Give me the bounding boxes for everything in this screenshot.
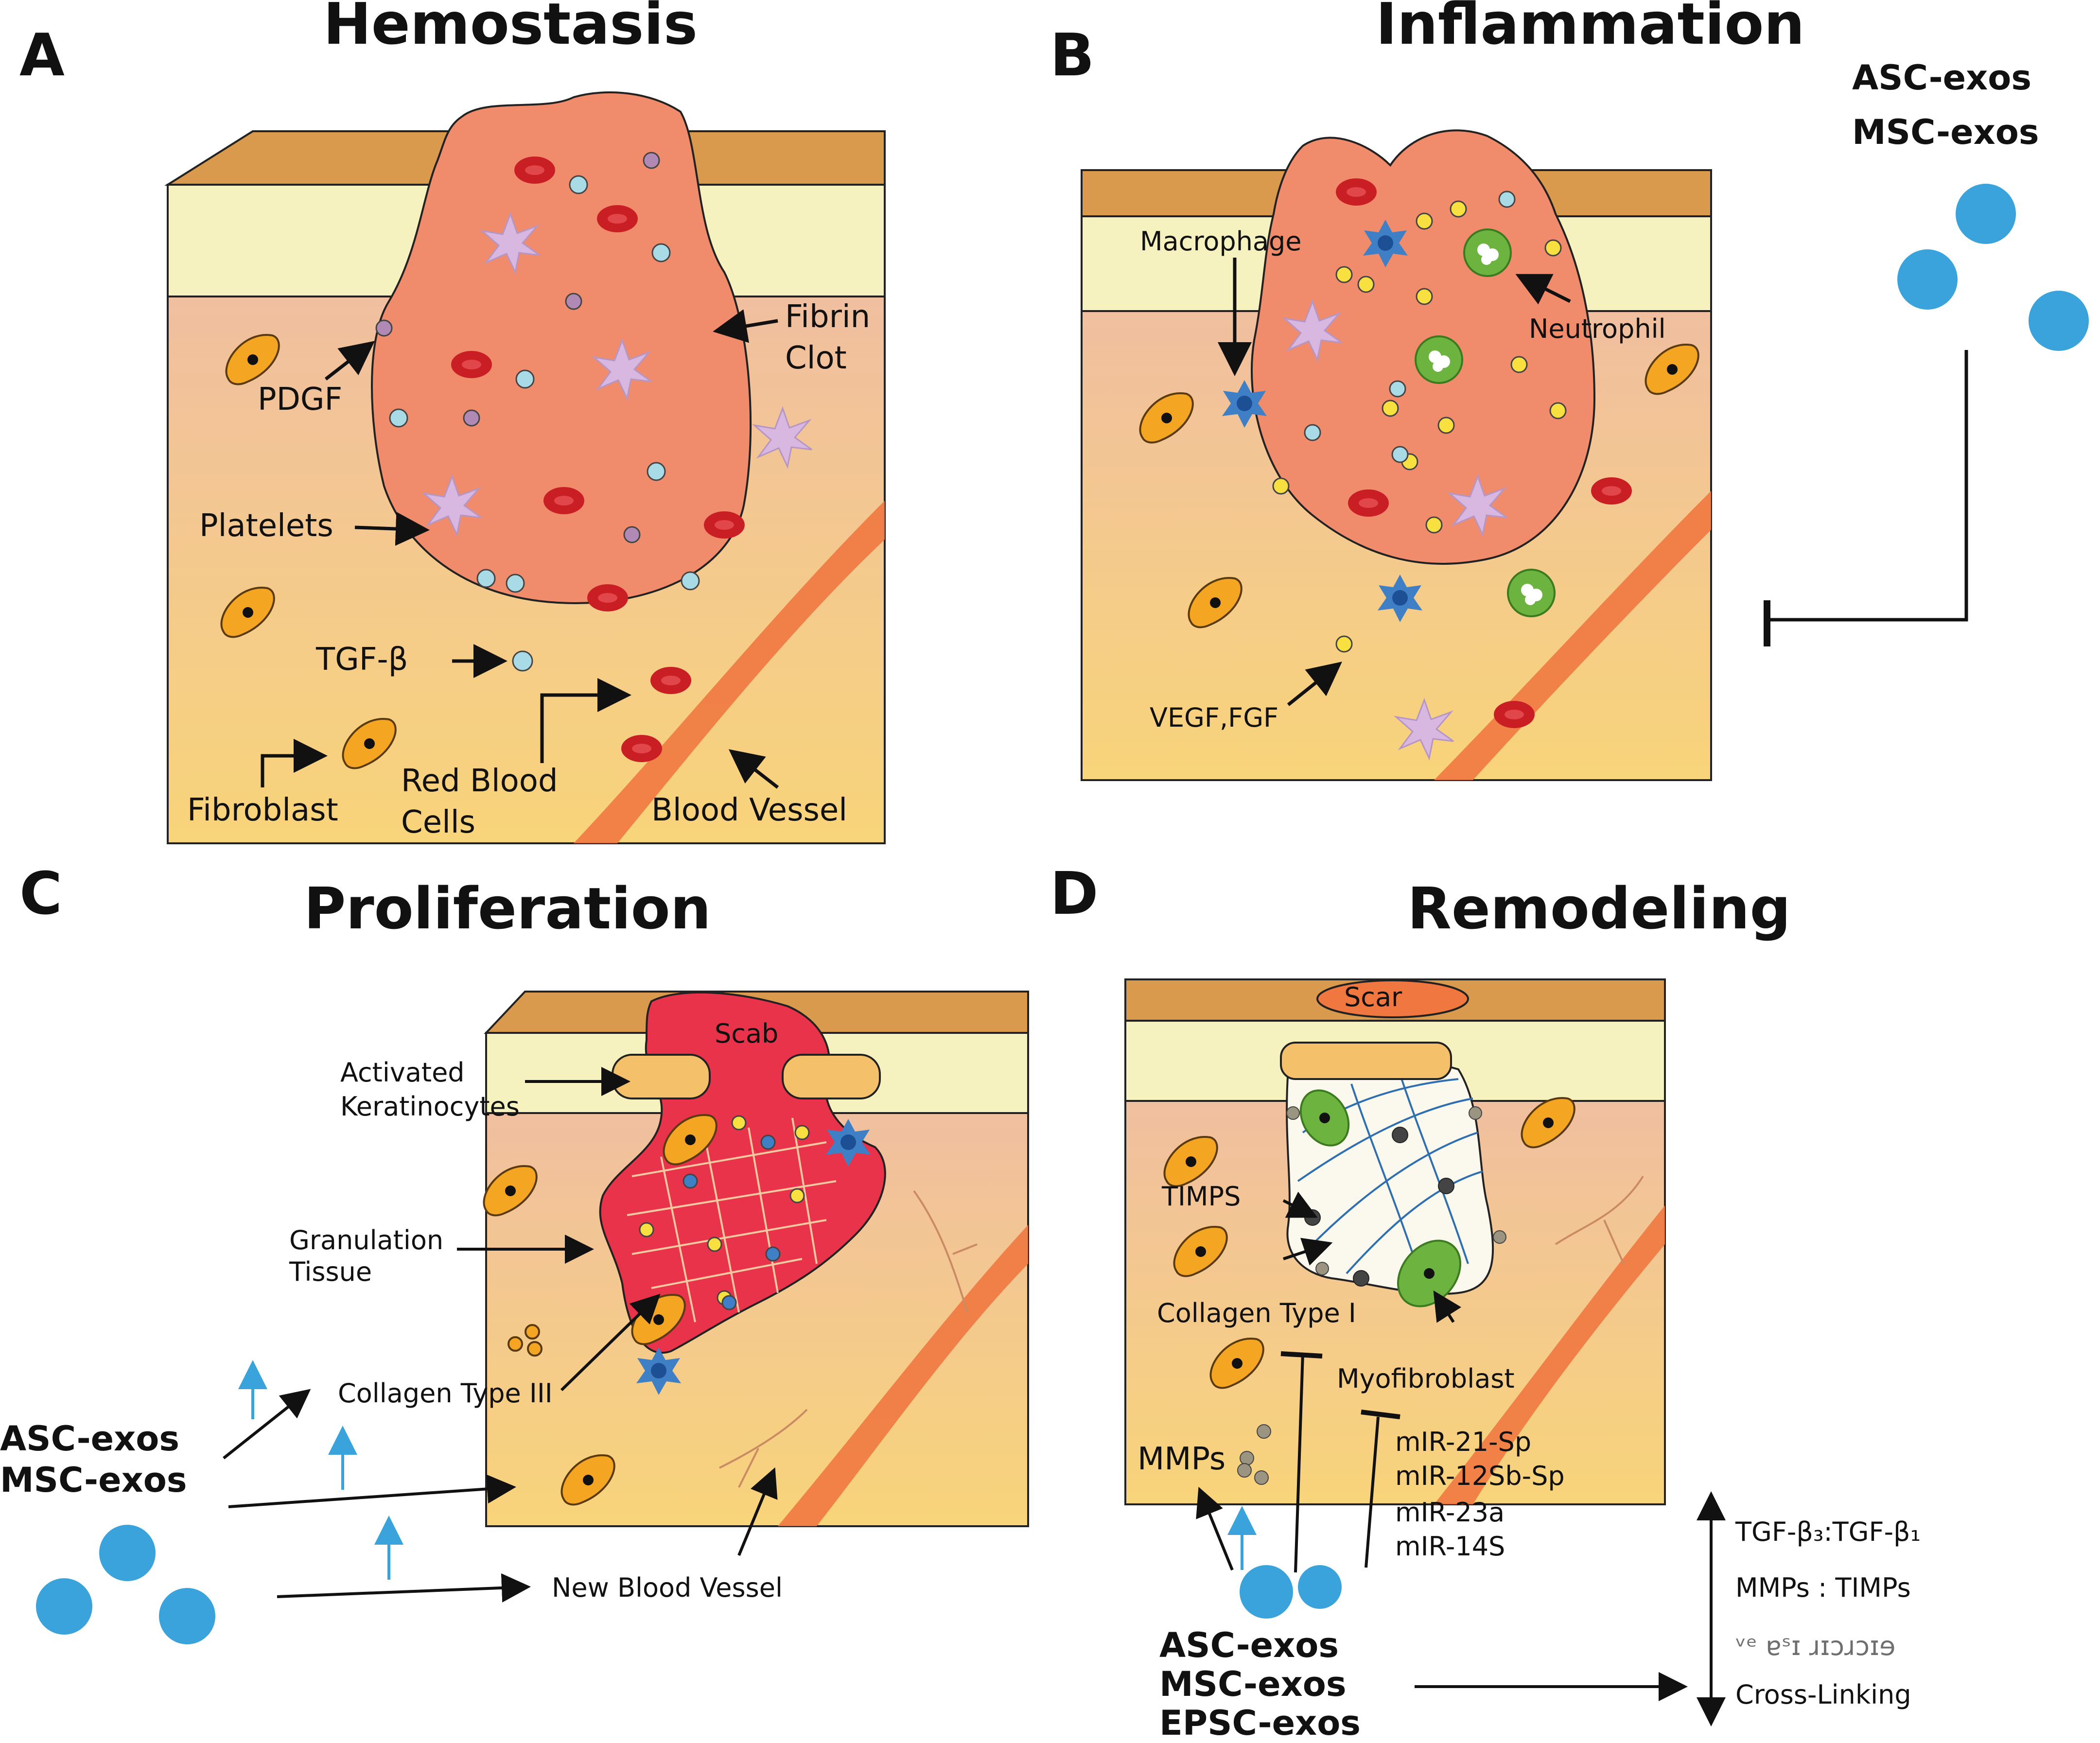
panel-b-exosome-label-1: ASC-exos	[1852, 58, 2032, 98]
activated-keratinocytes-label-1: Activated	[340, 1057, 465, 1088]
fibrin-clot-label-1: Fibrin	[785, 299, 871, 335]
panel-b-cells	[1139, 178, 1699, 759]
red-blood-cells-label-1: Red Blood	[401, 763, 558, 799]
myofibroblast-label: Myofibroblast	[1337, 1363, 1515, 1394]
tgf-beta-label: TGF-β	[316, 642, 408, 678]
panel-c-cells	[483, 1114, 871, 1506]
panel-d-exosome-label-1: ASC-exos	[1159, 1625, 1339, 1665]
collagen-type-iii-label: Collagen Type III	[338, 1378, 553, 1409]
panel-b-letter: B	[1050, 22, 1095, 89]
scab-label: Scab	[715, 1018, 779, 1049]
panel-b-exosomes	[1897, 184, 2089, 351]
platelets-label: Platelets	[199, 508, 333, 544]
panel-b-arrows	[1218, 258, 1968, 706]
panel-b-title: Inflammation	[1376, 0, 1805, 57]
panel-a-arrows	[261, 309, 779, 789]
activated-keratinocytes-label-2: Keratinocytes	[340, 1091, 520, 1122]
panel-d-cells	[1163, 1089, 1575, 1485]
collagen-type-i-label: Collagen Type I	[1157, 1298, 1356, 1328]
panel-c-exosome-label-1: ASC-exos	[0, 1419, 180, 1459]
panel-d-exosome-label-3: EPSC-exos	[1159, 1703, 1361, 1743]
blood-vessel-label: Blood Vessel	[651, 792, 847, 828]
panel-c-exosomes	[36, 1525, 215, 1644]
panel-c-exosome-label-2: MSC-exos	[0, 1460, 187, 1500]
effect-label-4: Cross-Linking	[1735, 1679, 1911, 1710]
granulation-mesh	[627, 1117, 837, 1323]
effect-label-1: TGF-β₃:TGF-β₁	[1735, 1516, 1921, 1547]
pdgf-label: PDGF	[258, 382, 343, 418]
panel-d-letter: D	[1050, 860, 1099, 928]
new-blood-vessel-label: New Blood Vessel	[552, 1572, 783, 1603]
panel-c-arrows	[223, 1067, 778, 1603]
effect-label-2: MMPs : TIMPs	[1735, 1572, 1911, 1603]
neutrophil-label: Neutrophil	[1529, 314, 1666, 344]
fibrin-clot-label-2: Clot	[785, 340, 847, 376]
vegf-fgf-label: VEGF,FGF	[1150, 702, 1279, 733]
panel-d-arrows	[1196, 1191, 1726, 1726]
panel-d-exosome-label-2: MSC-exos	[1159, 1664, 1347, 1704]
scar	[1316, 979, 1469, 1018]
mirna-label-1: mIR-21-Sp	[1395, 1427, 1532, 1457]
macrophage-label: Macrophage	[1140, 226, 1302, 257]
scar-label: Scar	[1344, 982, 1402, 1012]
panel-a-letter: A	[19, 22, 65, 89]
collagen-fibers	[1297, 1074, 1483, 1274]
panel-d-title: Remodeling	[1407, 875, 1791, 942]
remodeling-keratinocyte	[1280, 1042, 1452, 1080]
panel-c-upregulation-arrows	[238, 1360, 403, 1580]
mirna-label-3: mIR-23a	[1395, 1497, 1505, 1528]
keratinocytes	[612, 1054, 881, 1099]
red-blood-cells-label-2: Cells	[401, 804, 475, 840]
panel-c-letter: C	[19, 860, 63, 928]
panel-a-title: Hemostasis	[323, 0, 698, 57]
mmps-label: MMPs	[1138, 1441, 1226, 1477]
panel-c-title: Proliferation	[304, 875, 711, 942]
panel-d-exosomes	[1240, 1565, 1342, 1619]
effect-label-3: ᵛᵉ ɐˢɪ ɹɪɔɹɔɪɘ	[1735, 1631, 1896, 1661]
fibroblast-label: Fibroblast	[187, 792, 338, 828]
mirna-label-4: mIR-14S	[1395, 1531, 1505, 1562]
granulation-tissue-label-2: Tissue	[289, 1256, 372, 1287]
panel-a-cells	[220, 152, 813, 769]
mirna-label-2: mIR-12Sb-Sp	[1395, 1461, 1565, 1491]
granulation-tissue-label-1: Granulation	[289, 1225, 444, 1255]
panel-b-exosome-label-2: MSC-exos	[1852, 112, 2039, 152]
timps-label: TIMPS	[1162, 1181, 1241, 1212]
